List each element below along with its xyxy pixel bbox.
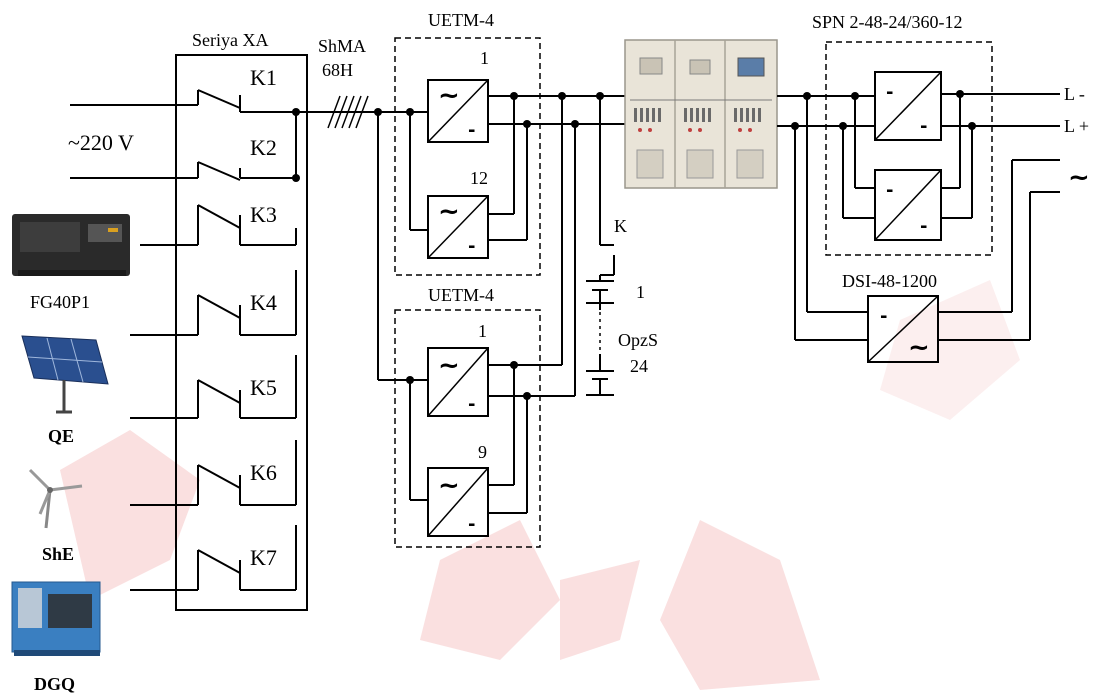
- battery-first-index: 1: [636, 282, 645, 302]
- generator-label: FG40P1: [30, 292, 90, 312]
- spn-output-wiring: [941, 90, 1060, 219]
- svg-text:-: -: [886, 82, 893, 103]
- solar-panel-icon: [21, 335, 109, 414]
- contact-k3-label: K3: [250, 202, 277, 227]
- uetm-bottom-wiring: [488, 96, 576, 514]
- uetm-top-last-index: 12: [470, 168, 488, 188]
- output-bus: [777, 92, 875, 341]
- cable-bus: [296, 95, 428, 501]
- battery-type-label: OpzS: [618, 330, 658, 350]
- contact-k7-label: K7: [250, 545, 277, 570]
- output-ac-symbol: ~: [1068, 163, 1090, 193]
- battery-switch-label: K: [614, 216, 627, 236]
- uetm-bottom-box: [394, 309, 541, 548]
- switchgear-title: Seriya XA: [192, 30, 268, 50]
- spn-converter-1: - -: [874, 71, 942, 141]
- svg-text:~: ~: [438, 351, 460, 381]
- diesel-label: DGQ: [34, 674, 75, 694]
- dsi-title: DSI-48-1200: [842, 271, 937, 291]
- svg-text:-: -: [920, 116, 927, 137]
- battery-last-index: 24: [630, 356, 648, 376]
- dsi-inverter: - ~: [867, 295, 939, 363]
- wind-label: ShE: [42, 544, 74, 564]
- uetm-top-title: UETM-4: [428, 10, 494, 30]
- svg-text:-: -: [468, 236, 475, 257]
- svg-text:-: -: [468, 394, 475, 415]
- output-l-minus: L -: [1064, 84, 1085, 104]
- uetm-bottom-first-index: 1: [478, 321, 487, 341]
- uetm-bottom-title: UETM-4: [428, 285, 494, 305]
- uetm-bottom-converter-9: ~ -: [427, 467, 489, 537]
- diesel-generator-icon: [11, 581, 101, 656]
- contact-k5-label: K5: [250, 375, 277, 400]
- contact-k6-label: K6: [250, 460, 277, 485]
- switchgear-box: [175, 54, 308, 611]
- watermark-map: [60, 280, 1020, 690]
- contact-k2-label: K2: [250, 135, 277, 160]
- svg-text:~: ~: [438, 197, 460, 227]
- wind-turbine-icon: [28, 468, 83, 529]
- distribution-cabinet-image: [624, 39, 778, 189]
- uetm-top-box: [394, 37, 541, 276]
- uetm-bottom-last-index: 9: [478, 442, 487, 462]
- uetm-top-first-index: 1: [480, 48, 489, 68]
- spn-box: [825, 41, 993, 256]
- dsi-output-wiring: [938, 159, 1060, 341]
- grid-source-label: ~220 V: [68, 130, 134, 155]
- svg-text:-: -: [468, 120, 475, 141]
- cable-label-line1: ShMA: [318, 36, 366, 56]
- svg-text:-: -: [886, 180, 893, 201]
- contact-k1-label: K1: [250, 65, 277, 90]
- contact-k4-label: K4: [250, 290, 277, 315]
- spn-converter-2: - -: [874, 169, 942, 241]
- switch-contacts: [197, 89, 300, 591]
- svg-text:-: -: [920, 216, 927, 237]
- svg-text:~: ~: [908, 333, 930, 363]
- uetm-top-converter-1: ~ -: [427, 79, 489, 143]
- solar-label: QE: [48, 426, 74, 446]
- spn-title: SPN 2-48-24/360-12: [812, 12, 963, 32]
- svg-text:-: -: [880, 306, 887, 327]
- uetm-bottom-converter-1: ~ -: [427, 347, 489, 417]
- svg-text:-: -: [468, 514, 475, 535]
- output-l-plus: L +: [1064, 116, 1089, 136]
- cable-label-line2: 68H: [322, 60, 353, 80]
- battery-string: [586, 96, 615, 396]
- svg-text:~: ~: [438, 81, 460, 111]
- generator-icon: [12, 214, 130, 276]
- uetm-top-converter-12: ~ -: [427, 195, 489, 259]
- svg-text:~: ~: [438, 471, 460, 501]
